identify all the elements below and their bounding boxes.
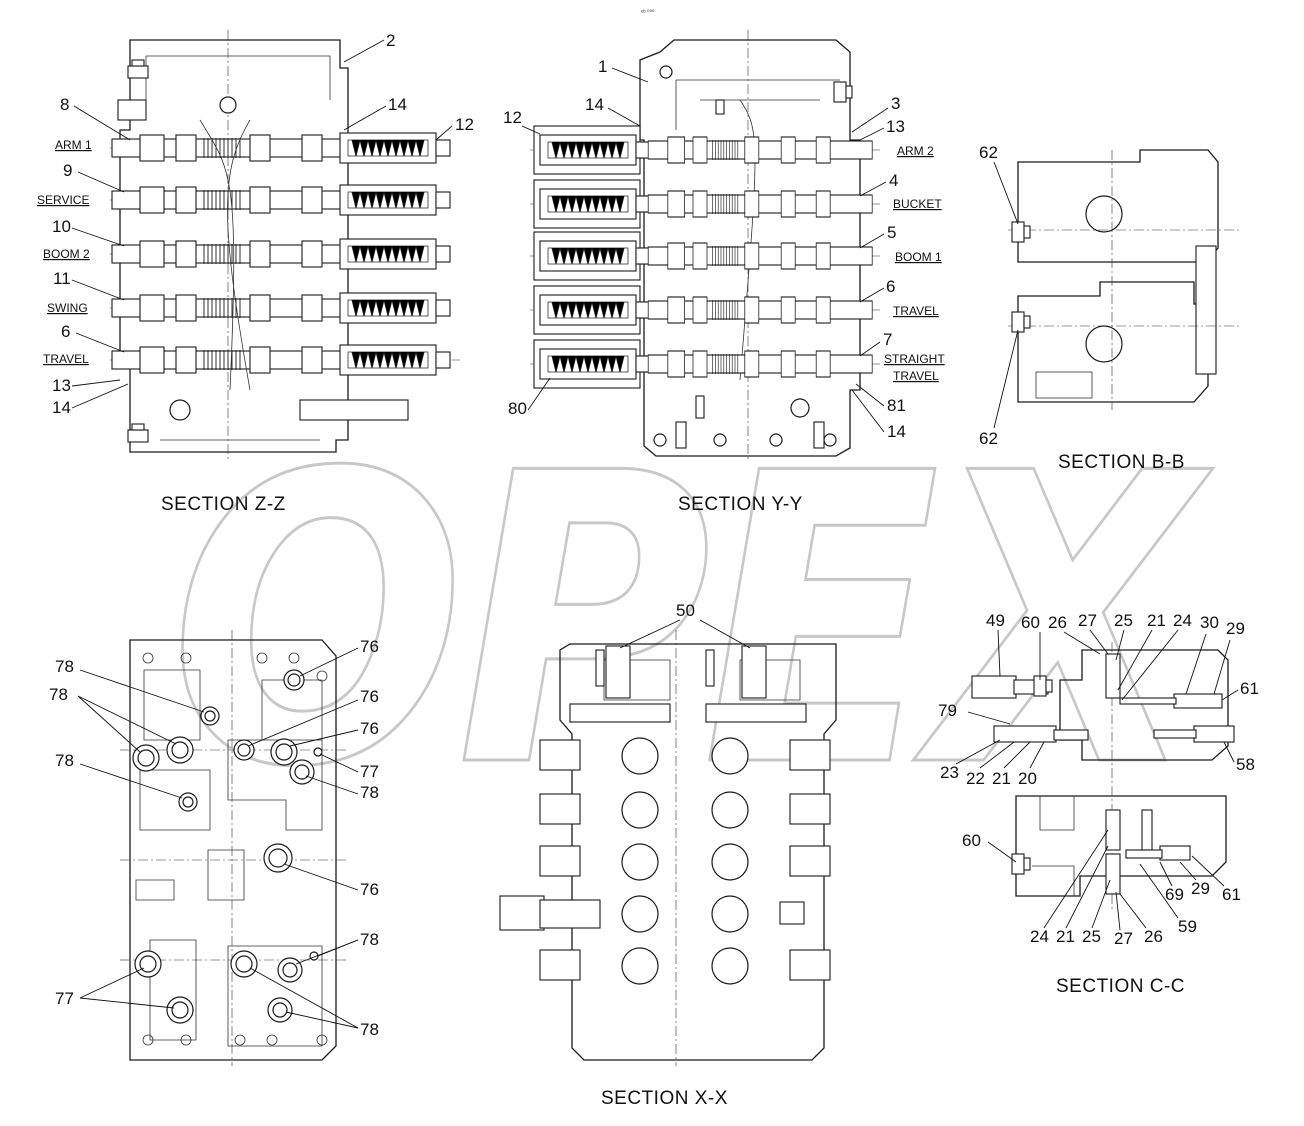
yy-callout: 3	[891, 94, 900, 113]
plan-callout: 77	[360, 762, 379, 781]
zz-callout: 12	[455, 115, 474, 134]
section-title: SECTION Y-Y	[678, 494, 803, 515]
cc-callout: 61	[1222, 885, 1241, 904]
cc-callout: 21	[1147, 611, 1166, 630]
yy-callout: 80	[508, 399, 527, 418]
yy-callout: 6	[886, 277, 895, 296]
cc-callout: 27	[1114, 929, 1133, 948]
yy-callout: 1	[598, 57, 607, 76]
yy-callout: 13	[886, 117, 905, 136]
zz-callout: 13	[52, 376, 71, 395]
plan-callout: 78	[360, 1020, 379, 1039]
cc-callout: 30	[1200, 613, 1219, 632]
yy-function-label: ARM 2	[897, 144, 934, 158]
bb-callout: 62	[979, 143, 998, 162]
cc-callout: 25	[1114, 611, 1133, 630]
xx-callout: 50	[676, 601, 695, 620]
cc-callout: 24	[1030, 927, 1049, 946]
cc-callout: 49	[986, 611, 1005, 630]
plan-callout: 78	[49, 685, 68, 704]
cc-callout: 69	[1165, 885, 1184, 904]
yy-function-label: BUCKET	[893, 197, 942, 211]
cc-callout: 60	[1021, 613, 1040, 632]
yy-function-label: TRAVEL	[893, 304, 939, 318]
yy-function-label: BOOM 1	[895, 250, 942, 264]
plan-bolt-holes	[142, 652, 328, 1046]
section-title: SECTION Z-Z	[161, 494, 286, 515]
cc-callout: 59	[1178, 917, 1197, 936]
section-x-x: 50 SECTION X-X	[499, 601, 837, 1109]
plan-callout: 76	[360, 687, 379, 706]
yy-callout: 7	[883, 330, 892, 349]
yy-callout: 81	[887, 396, 906, 415]
zz-callout: 14	[52, 398, 71, 417]
plan-callout: 78	[360, 930, 379, 949]
section-y-y: ARM 2 BUCKET BOOM 1 TRAVEL STRAIGHT TRAV…	[503, 30, 945, 515]
cc-callout: 27	[1078, 611, 1097, 630]
cc-callout: 21	[1056, 927, 1075, 946]
cc-callout: 58	[1236, 755, 1255, 774]
cc-callout: 29	[1226, 619, 1245, 638]
cc-callout: 20	[1018, 769, 1037, 788]
zz-callout: 8	[60, 95, 69, 114]
drawing-code: ᵉᵇ ⁰⁰⁰	[641, 9, 655, 16]
plan-callout: 76	[360, 880, 379, 899]
zz-function-label: BOOM 2	[43, 247, 90, 261]
yy-function-label: STRAIGHT	[884, 352, 945, 366]
yy-callout: 14	[887, 422, 906, 441]
cc-callout: 60	[962, 831, 981, 850]
cc-callout: 79	[938, 701, 957, 720]
plan-callout: 78	[360, 783, 379, 802]
plan-callout: 78	[55, 657, 74, 676]
zz-function-label: ARM 1	[55, 138, 92, 152]
bb-callout: 62	[979, 429, 998, 448]
plan-ports	[132, 669, 323, 1024]
section-title: SECTION B-B	[1058, 452, 1185, 473]
zz-callout: 6	[61, 322, 70, 341]
cc-callout: 22	[966, 769, 985, 788]
yy-callout: 5	[887, 223, 896, 242]
section-title: SECTION C-C	[1056, 976, 1185, 997]
plan-callout: 77	[55, 989, 74, 1008]
zz-callout: 10	[52, 217, 71, 236]
yy-callout: 12	[503, 108, 522, 127]
zz-callout: 9	[63, 161, 72, 180]
plan-view: 76 78 76 78 76 78 77 78 76 78 77 78	[49, 630, 379, 1066]
yy-callout: 4	[889, 171, 898, 190]
cc-callout: 61	[1240, 679, 1259, 698]
zz-function-label: SERVICE	[37, 193, 89, 207]
watermark-logo: OPEX	[170, 390, 1213, 855]
yy-function-label: TRAVEL	[893, 369, 939, 383]
section-b-b: 62 62 SECTION B-B	[979, 143, 1240, 473]
yy-callout: 14	[585, 95, 604, 114]
section-title: SECTION X-X	[601, 1088, 728, 1109]
cc-callout: 29	[1191, 879, 1210, 898]
section-z-z: ARM 1 SERVICE BOOM 2 SWING TRAVEL 2 8 14…	[37, 30, 474, 515]
zz-callout: 11	[53, 269, 71, 288]
plan-callout: 78	[55, 751, 74, 770]
xx-side-valves	[499, 645, 831, 981]
zz-callout: 14	[388, 95, 407, 114]
plan-callout: 76	[360, 637, 379, 656]
zz-callout: 2	[386, 31, 395, 50]
cc-callout: 23	[940, 763, 959, 782]
cc-callout: 26	[1144, 927, 1163, 946]
zz-function-label: SWING	[47, 301, 88, 315]
cc-callout: 21	[992, 769, 1011, 788]
section-c-c: 49 60 26 27 25 21 24 30 29 61 79 58 23 2…	[938, 611, 1259, 997]
zz-function-label: TRAVEL	[43, 352, 89, 366]
xx-bores	[621, 737, 749, 985]
cc-callout: 26	[1048, 613, 1067, 632]
cc-callout: 25	[1082, 927, 1101, 946]
plan-callout: 76	[360, 719, 379, 738]
cc-callout: 24	[1173, 611, 1192, 630]
